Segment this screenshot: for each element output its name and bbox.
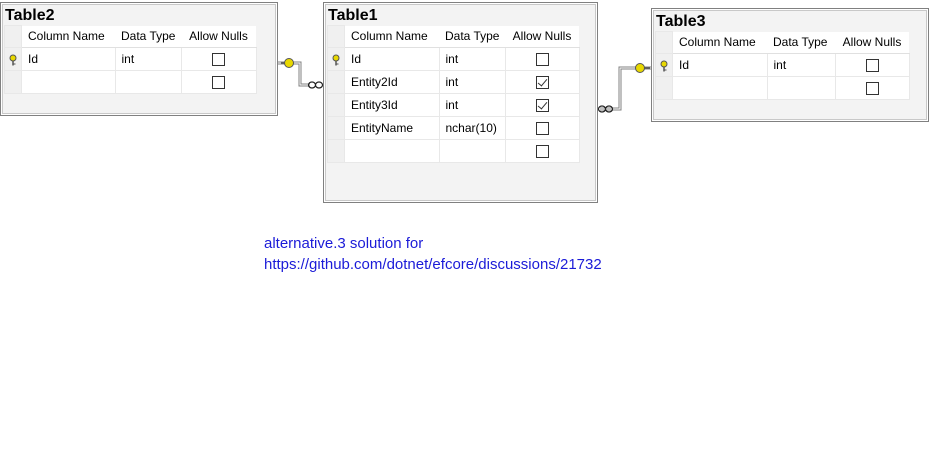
allow-nulls-cell[interactable] bbox=[834, 53, 910, 77]
columns-grid: Column Name Data Type Allow Nulls Id bbox=[655, 31, 925, 118]
column-name-header: Column Name bbox=[344, 25, 439, 48]
data-type-cell[interactable]: int bbox=[114, 47, 182, 71]
column-name-cell[interactable] bbox=[21, 70, 116, 94]
table3-box[interactable]: Table3 Column Name Data Type Allow Nulls bbox=[651, 8, 929, 122]
columns-grid: Column Name Data Type Allow Nulls Id bbox=[327, 25, 594, 199]
diagram-annotation: alternative.3 solution for https://githu… bbox=[264, 233, 602, 275]
data-type-header: Data Type bbox=[767, 31, 835, 54]
allow-nulls-checkbox[interactable] bbox=[865, 82, 879, 96]
infinity-icon bbox=[307, 81, 324, 89]
key-icon bbox=[281, 58, 294, 68]
allow-nulls-checkbox[interactable] bbox=[212, 53, 225, 67]
data-type-cell[interactable]: nchar(10) bbox=[438, 116, 506, 140]
column-name-cell[interactable]: Id bbox=[344, 47, 440, 71]
table-title: Table1 bbox=[328, 7, 378, 24]
table-row[interactable]: Id int bbox=[327, 47, 580, 71]
table-title: Table2 bbox=[5, 7, 55, 24]
data-type-cell[interactable] bbox=[766, 76, 836, 100]
primary-key-icon bbox=[9, 54, 17, 66]
table-row[interactable]: Entity3Id int bbox=[327, 93, 580, 117]
key-icon bbox=[635, 63, 650, 73]
annotation-line-1: alternative.3 solution for bbox=[264, 235, 424, 252]
column-name-cell[interactable]: Id bbox=[21, 47, 116, 71]
allow-nulls-checkbox[interactable] bbox=[535, 53, 549, 67]
allow-nulls-header: Allow Nulls bbox=[835, 31, 909, 54]
columns-table: Column Name Data Type Allow Nulls Id bbox=[327, 25, 580, 163]
columns-table: Column Name Data Type Allow Nulls Id bbox=[655, 31, 910, 100]
allow-nulls-checkbox[interactable] bbox=[535, 76, 549, 90]
row-selector[interactable] bbox=[655, 76, 673, 100]
row-selector[interactable] bbox=[327, 47, 345, 71]
allow-nulls-checkbox[interactable] bbox=[535, 145, 549, 159]
data-type-cell[interactable] bbox=[438, 139, 506, 163]
row-selector[interactable] bbox=[327, 93, 345, 117]
row-selector[interactable] bbox=[4, 70, 22, 94]
allow-nulls-cell[interactable] bbox=[180, 47, 257, 71]
allow-nulls-header: Allow Nulls bbox=[505, 25, 579, 48]
column-name-cell[interactable]: Id bbox=[672, 53, 768, 77]
data-type-cell[interactable]: int bbox=[438, 47, 506, 71]
table-row[interactable] bbox=[655, 76, 910, 100]
data-type-cell[interactable]: int bbox=[438, 70, 506, 94]
allow-nulls-header: Allow Nulls bbox=[181, 25, 256, 48]
table-row[interactable]: Id int bbox=[4, 47, 257, 71]
row-selector-header bbox=[327, 25, 345, 48]
table-title: Table3 bbox=[656, 13, 706, 30]
relationship-table2-table1[interactable] bbox=[278, 58, 324, 89]
table-row[interactable]: Entity2Id int bbox=[327, 70, 580, 94]
column-name-cell[interactable]: Entity2Id bbox=[344, 70, 440, 94]
row-selector[interactable] bbox=[655, 53, 673, 77]
data-type-cell[interactable]: int bbox=[438, 93, 506, 117]
allow-nulls-cell[interactable] bbox=[834, 76, 910, 100]
relationship-table3-table1[interactable] bbox=[597, 63, 652, 113]
allow-nulls-cell[interactable] bbox=[180, 70, 257, 94]
column-name-cell[interactable]: EntityName bbox=[344, 116, 440, 140]
row-selector[interactable] bbox=[327, 70, 345, 94]
row-selector-header bbox=[4, 25, 22, 48]
column-name-header: Column Name bbox=[672, 31, 767, 54]
annotation-line-2: https://github.com/dotnet/efcore/discuss… bbox=[264, 256, 602, 273]
allow-nulls-checkbox[interactable] bbox=[535, 99, 549, 113]
allow-nulls-cell[interactable] bbox=[504, 70, 580, 94]
column-name-cell[interactable] bbox=[344, 139, 440, 163]
table-row[interactable]: Id int bbox=[655, 53, 910, 77]
row-selector[interactable] bbox=[327, 116, 345, 140]
allow-nulls-checkbox[interactable] bbox=[212, 76, 225, 90]
allow-nulls-cell[interactable] bbox=[504, 93, 580, 117]
table-row[interactable] bbox=[327, 139, 580, 163]
allow-nulls-cell[interactable] bbox=[504, 116, 580, 140]
row-selector[interactable] bbox=[4, 47, 22, 71]
allow-nulls-checkbox[interactable] bbox=[535, 122, 549, 136]
table-row[interactable]: EntityName nchar(10) bbox=[327, 116, 580, 140]
columns-grid: Column Name Data Type Allow Nulls Id bbox=[4, 25, 274, 112]
data-type-header: Data Type bbox=[115, 25, 181, 48]
table2-box[interactable]: Table2 Column Name Data Type Allow Nulls bbox=[0, 2, 278, 116]
row-selector[interactable] bbox=[327, 139, 345, 163]
data-type-cell[interactable]: int bbox=[766, 53, 836, 77]
allow-nulls-cell[interactable] bbox=[504, 139, 580, 163]
data-type-header: Data Type bbox=[439, 25, 505, 48]
allow-nulls-cell[interactable] bbox=[504, 47, 580, 71]
primary-key-icon bbox=[660, 60, 668, 72]
table1-box[interactable]: Table1 Column Name Data Type Allow Nulls bbox=[323, 2, 598, 203]
allow-nulls-checkbox[interactable] bbox=[865, 59, 879, 73]
data-type-cell[interactable] bbox=[114, 70, 182, 94]
table-row[interactable] bbox=[4, 70, 257, 94]
column-name-header: Column Name bbox=[21, 25, 115, 48]
row-selector-header bbox=[655, 31, 673, 54]
primary-key-icon bbox=[332, 54, 340, 66]
column-name-cell[interactable]: Entity3Id bbox=[344, 93, 440, 117]
infinity-icon bbox=[597, 105, 614, 113]
columns-table: Column Name Data Type Allow Nulls Id bbox=[4, 25, 257, 94]
column-name-cell[interactable] bbox=[672, 76, 768, 100]
